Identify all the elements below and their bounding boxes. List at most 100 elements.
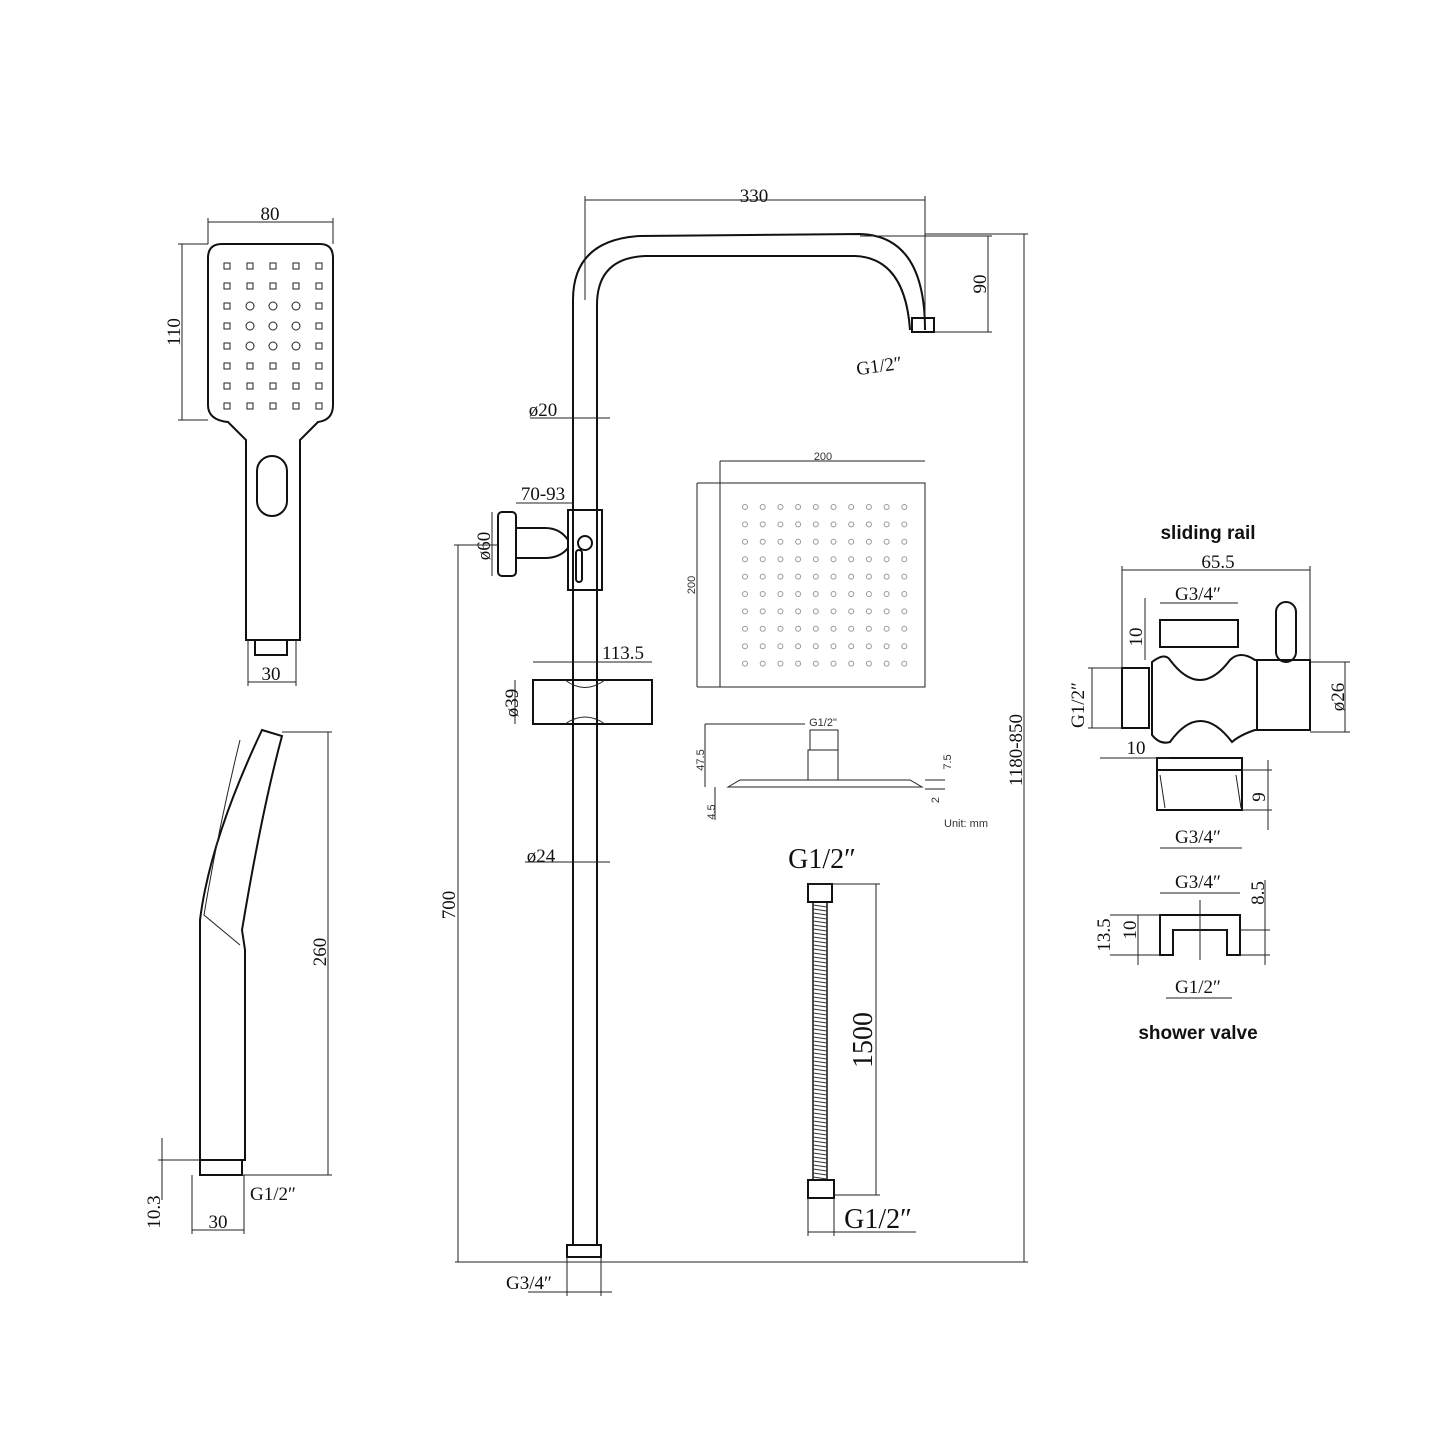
nozzle [795,608,802,615]
nozzle [812,643,819,650]
dim-rail-width: 65.5 [1201,552,1234,573]
nozzle [268,341,278,351]
hose-ridge [812,996,828,1000]
nozzle [865,625,872,632]
nozzle [883,556,890,563]
nozzle [901,591,908,597]
shower-hose: G1/2″ 1500 G1/2″ [788,844,916,1236]
nozzle [830,591,837,597]
nozzle [795,625,802,632]
dim-hand-width: 80 [261,204,280,225]
nozzle [865,643,872,650]
nozzle [742,643,748,650]
nozzle [742,556,748,563]
nozzle [246,402,254,410]
nozzle [269,362,277,370]
nozzle [865,556,872,563]
nozzle [246,362,254,370]
nozzle [742,521,748,528]
dim-lower-height: 700 [439,891,460,920]
hose-ridge [812,1000,828,1004]
dim-bracket-range: 70-93 [521,484,565,505]
nozzle [777,504,784,510]
nozzle [883,504,890,510]
dim-arm-thread: G1/2″ [855,353,903,380]
hose-top-thread: G1/2″ [788,844,856,875]
nozzle [759,556,766,563]
nozzle [848,591,855,597]
hose-ridge [812,1148,828,1152]
nozzle [848,504,855,510]
hose-ridge [812,1008,828,1012]
nozzle [848,660,855,667]
nozzle [292,362,300,370]
head-nozzles [742,504,908,667]
nozzle [759,591,766,597]
hose-ridge [812,1016,828,1020]
hose-ridge [812,1176,828,1180]
nozzle [245,321,255,331]
hose-ridge [812,1084,828,1088]
nozzle [883,573,890,580]
nozzle [777,538,784,545]
nozzle [759,538,766,545]
dim-slider-width: 113.5 [602,643,644,664]
nozzle [292,282,300,290]
nozzle [848,538,855,545]
nozzle [901,643,908,650]
hose-ridge [812,1004,828,1008]
dim-head-nozzle: 2 [930,797,942,803]
hose-ridge [812,1020,828,1024]
dim-head-thickness: 4.5 [706,804,718,819]
hose-ridge [812,964,828,968]
hose-ridge [812,1088,828,1092]
nozzle [883,643,890,650]
dim-head-total: 47.5 [695,749,707,770]
hose-ridge [812,940,828,944]
nozzle [315,402,323,410]
hose-ridge [812,1080,828,1084]
hose-ridge [812,956,828,960]
nozzle [292,262,300,270]
hose-ridge [812,984,828,988]
hose-ridge [812,988,828,992]
nozzle [795,556,802,563]
hose-ridge [812,1012,828,1016]
nozzle [777,643,784,650]
nozzle [315,342,323,350]
nozzle [848,573,855,580]
nozzle [223,302,231,310]
nozzle [223,402,231,410]
hose-ridge [812,904,828,908]
nozzle [246,382,254,390]
nozzle [812,591,819,597]
nozzle [901,608,908,615]
dim-bottom-thread: G3/4″ [506,1273,552,1294]
hose-ridge [812,944,828,948]
rail-nut-thread: G3/4″ [1175,827,1221,848]
dim-head-height: 200 [686,576,698,594]
nozzle [246,262,254,270]
hose-ridge [812,1132,828,1136]
nozzle [777,625,784,632]
dim-hand-height: 110 [164,318,185,346]
nozzle [812,625,819,632]
nozzle [292,382,300,390]
nozzle [830,660,837,667]
hand-shower-front-view: 80 110 30 [164,204,334,686]
hose-ridge [812,976,828,980]
nozzle [759,625,766,632]
nozzle [269,382,277,390]
nozzle [901,625,908,632]
hose-ridge [812,1048,828,1052]
nozzle [777,608,784,615]
nozzle [742,573,748,580]
spray-nozzles [223,262,323,410]
sliding-rail-detail: sliding rail 65.5 G3/4″ 10 G1/2″ ø26 10 … [1068,523,1350,849]
nozzle [742,504,748,510]
nozzle [246,282,254,290]
nozzle [901,573,908,580]
shower-valve-title: shower valve [1138,1023,1257,1044]
dim-valve-depth: 8.5 [1248,881,1269,905]
nozzle [848,608,855,615]
